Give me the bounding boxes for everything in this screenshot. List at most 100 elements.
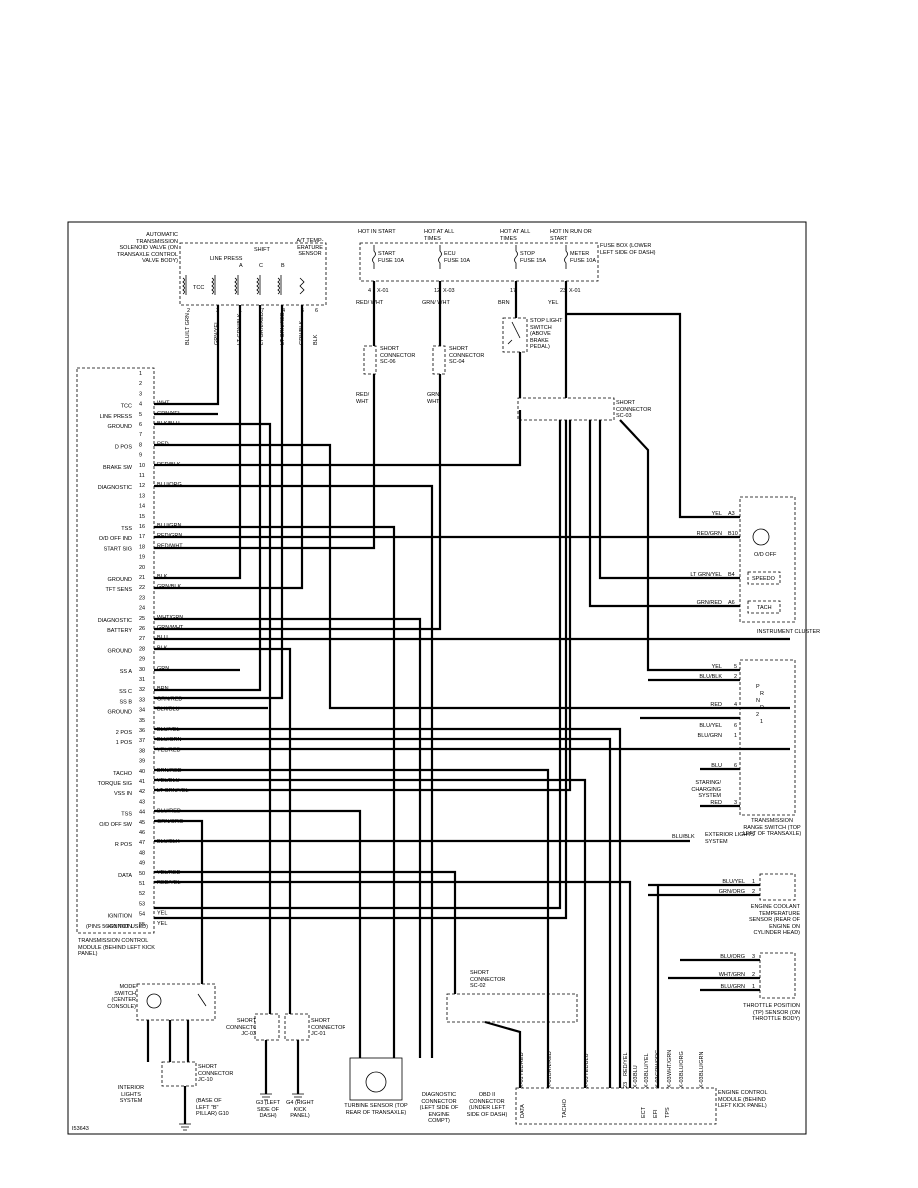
solenoid-title: AUTOMATIC TRANSMISSION SOLENOID VALVE (O… [116, 232, 178, 264]
shift-b-label: B [281, 263, 285, 269]
tcm-pin-number: 55 [139, 922, 145, 928]
mode-switch-label: MODE SWITCH (CENTER CONSOLE) [107, 984, 136, 1010]
ecm-pin: X-03 [679, 1076, 685, 1088]
ecm-wire-label: YEL/RED [519, 1052, 525, 1076]
ecm-pin: X-03 [584, 1076, 590, 1088]
ecm-wire-label: YEL/BLU [584, 1053, 590, 1076]
tcm-pin-label: IGNITION [108, 924, 132, 930]
line-press-label: LINE PRESS [210, 256, 243, 262]
tcm-pin-number: 47 [139, 840, 145, 846]
tcm-pin-wire: BLK/BLU [157, 707, 180, 713]
sc02-box [446, 993, 578, 1023]
jc01-box [284, 1013, 310, 1041]
ect-box [759, 873, 796, 901]
sc04-wire-out: GRN/ [427, 392, 441, 398]
tcm-pin-number: 40 [139, 769, 145, 775]
tcm-pin-number: 41 [139, 779, 145, 785]
tcm-pin-number: 49 [139, 861, 145, 867]
tcm-title: TRANSMISSION CONTROL MODULE (BEHIND LEFT… [78, 938, 155, 957]
tcm-pin-label: TFT SENS [106, 587, 133, 593]
tps-wire-label: BLU/ORG [720, 954, 745, 960]
trs-wire-label: BLU/BLK [699, 674, 722, 680]
ecm-wire-label: BRN/RED [547, 1051, 553, 1076]
ecm-title: ENGINE CONTROL MODULE (BEHIND LEFT KICK … [718, 1090, 768, 1109]
fuse-pin: 4 [368, 288, 371, 294]
fuse-pin: 23 [560, 288, 566, 294]
jc03-label: SHORT CONNECTOR JC-03 [226, 1018, 256, 1037]
ect-wire-label: GRN/ORG [719, 889, 745, 895]
figure-id: I53643 [72, 1126, 89, 1132]
fuse-name: ECU FUSE 10A [444, 251, 470, 264]
tcm-pin-number: 6 [139, 422, 142, 428]
diagram-frame [67, 221, 807, 1135]
tcm-pin-number: 51 [139, 881, 145, 887]
ecm-pin-label: EFI [653, 1109, 659, 1118]
fuse-box-label: FUSE BOX (LOWER LEFT SIDE OF DASH) [600, 243, 656, 256]
tcm-pin-number: 9 [139, 453, 142, 459]
tcm-pin-number: 30 [139, 667, 145, 673]
tcm-box [76, 367, 155, 934]
tps-title: THROTTLE POSITION (TP) SENSOR (ON THROTT… [743, 1003, 800, 1022]
jc03-box [254, 1013, 280, 1041]
tcm-pin-number: 2 [139, 381, 142, 387]
tcm-pin-wire: YEL [157, 921, 167, 927]
tcm-pin-wire: RED/WHT [157, 543, 183, 549]
tcm-pin-label: TCC [121, 404, 132, 410]
solenoid-wire-label: BLK [313, 334, 319, 345]
solenoid-wire-label: BLU/LT GRN [185, 313, 191, 345]
fuse-name: METER FUSE 10A [570, 251, 596, 264]
tcm-pin-number: 46 [139, 830, 145, 836]
ecm-wire-label: BLU [633, 1065, 639, 1076]
tcm-pin-number: 52 [139, 891, 145, 897]
speedo-label: SPEEDO [752, 576, 776, 582]
tcm-pin-number: 36 [139, 728, 145, 734]
shift-c-label: C [259, 263, 263, 269]
turbine-sensor-box [349, 1057, 403, 1101]
trs-wire-label: BLU/GRN [698, 733, 722, 739]
shift-label: SHIFT [254, 247, 271, 253]
fuse-hot-label: HOT IN START [358, 229, 396, 235]
ecm-pin: X-01 [547, 1076, 553, 1088]
tcm-pin-number: 7 [139, 432, 142, 438]
g4-label: G4 (RIGHT KICK PANEL) [286, 1100, 314, 1119]
cluster-title: INSTRUMENT CLUSTER [757, 629, 820, 635]
tcm-pin-wire: GRN [157, 666, 169, 672]
od-off-label: O/D OFF [754, 552, 777, 558]
ground-symbols [179, 1093, 304, 1131]
tcm-pin-number: 50 [139, 871, 145, 877]
jc10-box [161, 1061, 197, 1087]
tcm-pin-number: 27 [139, 636, 145, 642]
tcm-pin-label: GROUND [108, 710, 132, 716]
tcm-pin-number: 17 [139, 534, 145, 540]
tcm-pin-label: O/D OFF SW [99, 822, 133, 828]
tcm-pin-label: START SIG [104, 546, 132, 552]
trs-wire-label: BLU [711, 763, 722, 769]
fuse-wire-label: BRN [498, 300, 510, 306]
obd-label: OBD II CONNECTOR (UNDER LEFT SIDE OF DAS… [466, 1092, 508, 1118]
tcm-pin-number: 12 [139, 483, 145, 489]
exterior-lights-label: EXTERIOR LIGHTS SYSTEM [705, 832, 755, 845]
tcm-pin-number: 18 [139, 544, 145, 550]
fuse-icon [372, 245, 376, 269]
solenoid-coils [182, 275, 305, 295]
tcm-pin-number: 15 [139, 514, 145, 520]
fuse-connector: X-01 [569, 288, 581, 294]
cluster-wire-label: YEL [712, 511, 722, 517]
fuse-wire-label: RED/ WHT [356, 300, 384, 306]
solenoid-pin-number: 4 [282, 308, 285, 314]
tcm-pin-label: SS B [119, 699, 132, 705]
od-off-lamp-icon [752, 528, 770, 546]
tcm-pin-number: 45 [139, 820, 145, 826]
tcm-pin-number: 14 [139, 504, 145, 510]
tcm-pin-label: TACHO [113, 771, 133, 777]
trs-wire-label: RED [710, 800, 722, 806]
tcm-pin-number: 21 [139, 575, 145, 581]
fuse-name: START FUSE 10A [378, 251, 404, 264]
tcm-pin-wire: YEL/RED [157, 747, 181, 753]
tps-pin: 2 [752, 972, 755, 978]
at-temp-sensor-label: A/T TEMP- ERATURE SENSOR [296, 238, 324, 257]
